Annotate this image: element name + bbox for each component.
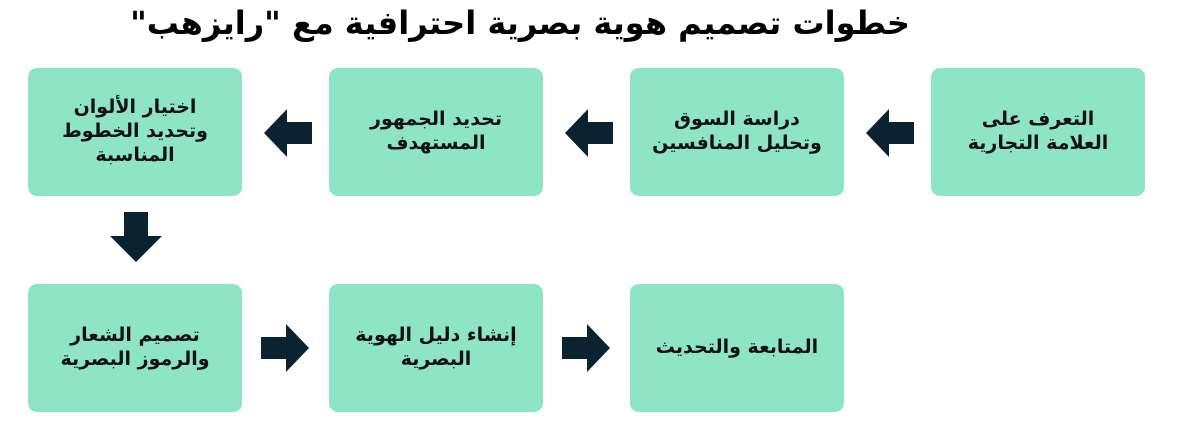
step-label-4: اختيار الألوان وتحديد الخطوط المناسبة (62, 96, 208, 166)
arrow-down-icon (110, 212, 162, 262)
step-label-2: دراسة السوق وتحليل المنافسين (652, 108, 822, 154)
arrow-left-icon (565, 109, 613, 157)
step-label-3: تحديد الجمهور المستهدف (370, 108, 502, 154)
arrow-left-icon (264, 109, 312, 157)
step-box-5: تصميم الشعار والرموز البصرية (28, 284, 242, 412)
step-label-1: التعرف على العلامة التجارية (967, 108, 1109, 154)
arrow-right-icon (562, 324, 610, 372)
step-box-1: التعرف على العلامة التجارية (931, 68, 1145, 196)
step-label-5: تصميم الشعار والرموز البصرية (60, 324, 210, 370)
step-box-6: إنشاء دليل الهوية البصرية (329, 284, 543, 412)
page-title: خطوات تصميم هوية بصرية احترافية مع "رايز… (130, 4, 910, 42)
step-box-4: اختيار الألوان وتحديد الخطوط المناسبة (28, 68, 242, 196)
step-label-6: إنشاء دليل الهوية البصرية (355, 324, 517, 370)
arrow-left-icon (866, 109, 914, 157)
step-box-3: تحديد الجمهور المستهدف (329, 68, 543, 196)
step-box-2: دراسة السوق وتحليل المنافسين (630, 68, 844, 196)
step-label-7: المتابعة والتحديث (655, 336, 819, 359)
arrow-right-icon (261, 324, 309, 372)
step-box-7: المتابعة والتحديث (630, 284, 844, 412)
